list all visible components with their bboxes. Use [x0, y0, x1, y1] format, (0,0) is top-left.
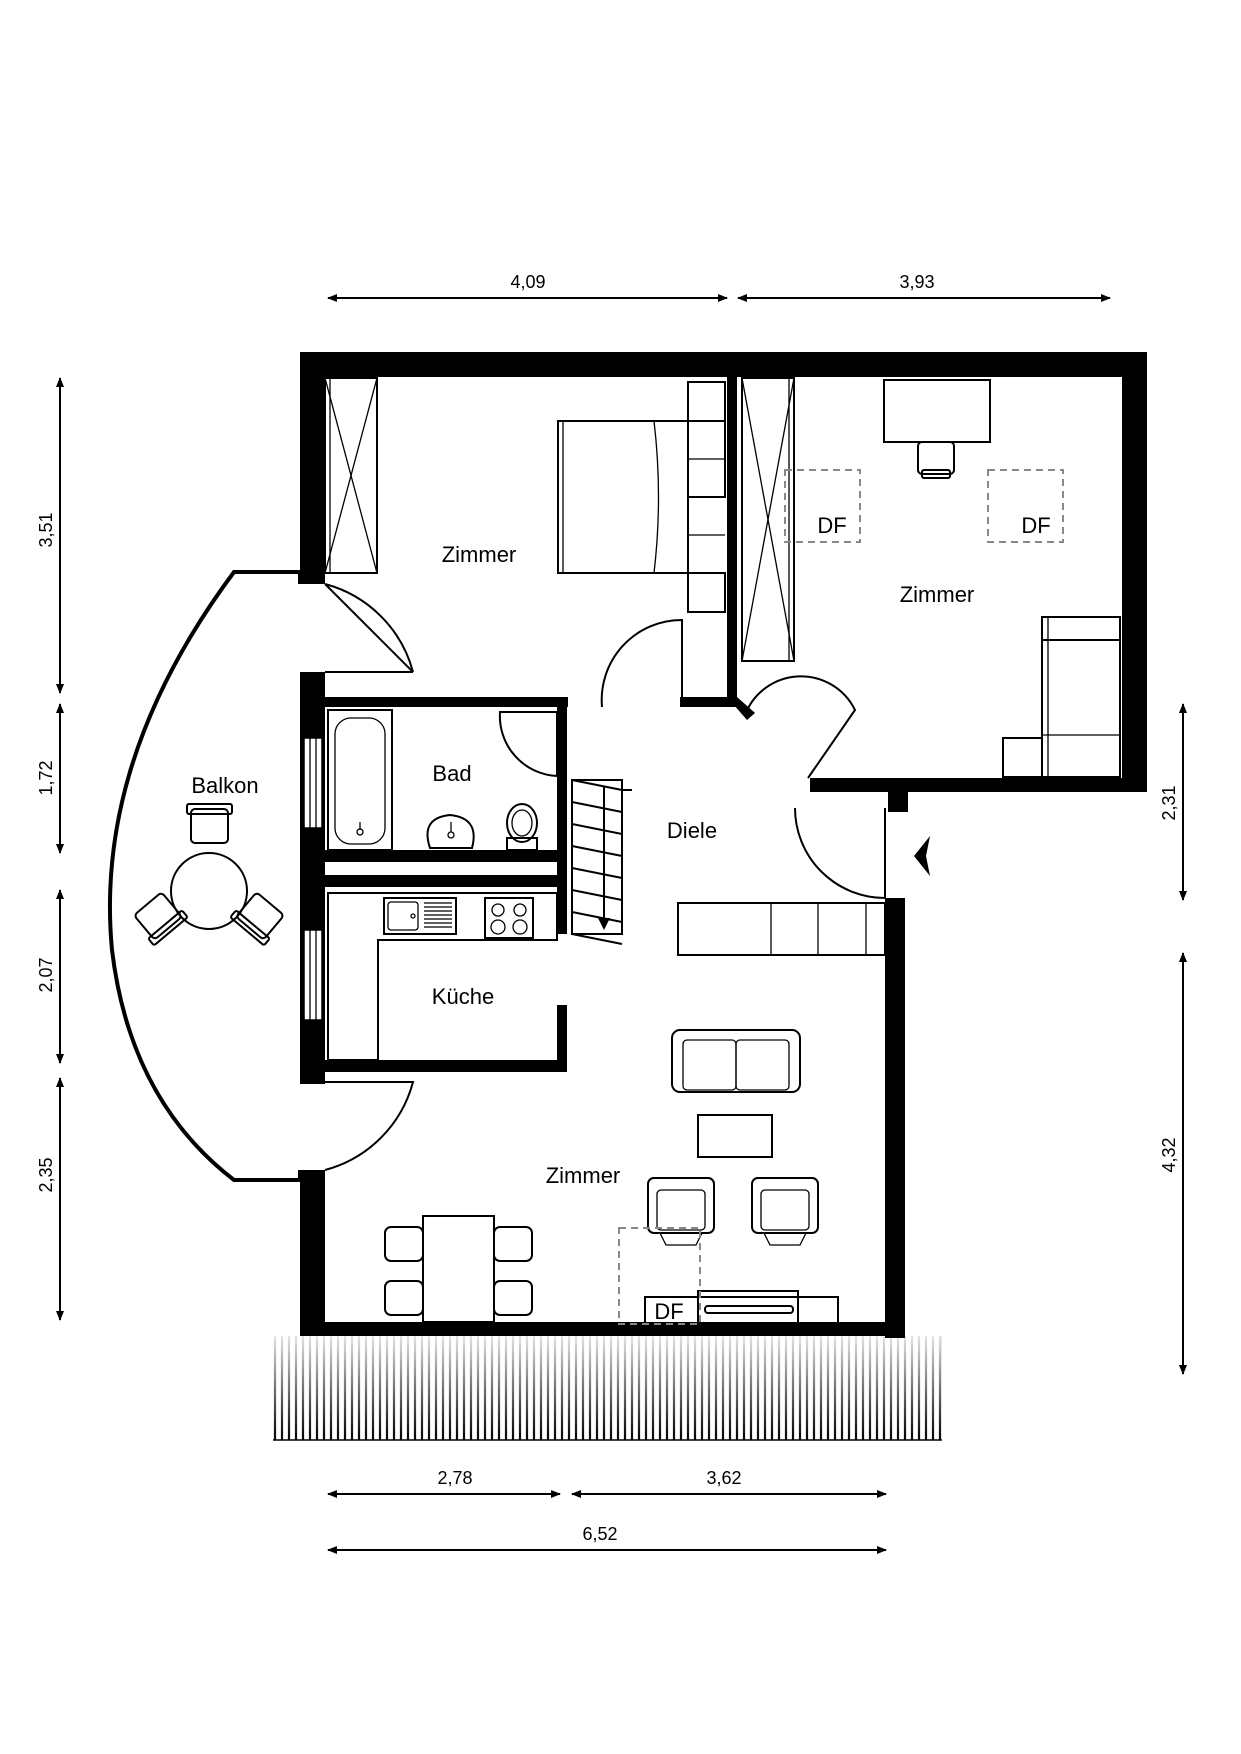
label-zimmer-top-right: Zimmer: [900, 582, 975, 607]
hatch-strip: [273, 1330, 942, 1441]
dim-left-3: 2,07: [36, 957, 56, 992]
dim-left-4: 2,35: [36, 1157, 56, 1192]
room-labels: Zimmer Zimmer Balkon Bad Diele Küche Zim…: [191, 513, 1050, 1324]
dim-left-2: 1,72: [36, 760, 56, 795]
bath-fixtures: [327, 709, 538, 851]
dimension-labels: 4,09 3,93 3,51 1,72 2,07 2,35 2,31 4,32 …: [36, 272, 1179, 1544]
hallway-furniture: [677, 902, 886, 956]
dim-top-right: 3,93: [899, 272, 934, 292]
left-windows: [303, 737, 323, 1021]
dim-left-1: 3,51: [36, 512, 56, 547]
label-diele: Diele: [667, 818, 717, 843]
skylight-label-2: DF: [1021, 513, 1050, 538]
dim-bottom-left: 2,78: [437, 1468, 472, 1488]
label-balkon: Balkon: [191, 773, 258, 798]
dim-bottom-total: 6,52: [582, 1524, 617, 1544]
dim-top-left: 4,09: [510, 272, 545, 292]
kitchen-fixtures: [327, 892, 558, 1061]
top-right-room-furniture: [741, 377, 1121, 778]
dim-right-2: 4,32: [1159, 1137, 1179, 1172]
label-bad: Bad: [432, 761, 471, 786]
stairs: [571, 779, 632, 945]
balcony: [108, 570, 302, 1182]
label-kueche: Küche: [432, 984, 494, 1009]
dim-bottom-right: 3,62: [706, 1468, 741, 1488]
skylight-label-1: DF: [817, 513, 846, 538]
skylight-label-3: DF: [654, 1299, 683, 1324]
doors: [324, 583, 930, 1171]
dim-right-1: 2,31: [1159, 785, 1179, 820]
walls: [300, 352, 1147, 1338]
label-zimmer-top-left: Zimmer: [442, 542, 517, 567]
top-left-room-furniture: [324, 377, 726, 613]
label-zimmer-bottom: Zimmer: [546, 1163, 621, 1188]
dimension-lines: [56, 294, 1187, 1554]
living-room-furniture: [384, 1029, 839, 1326]
